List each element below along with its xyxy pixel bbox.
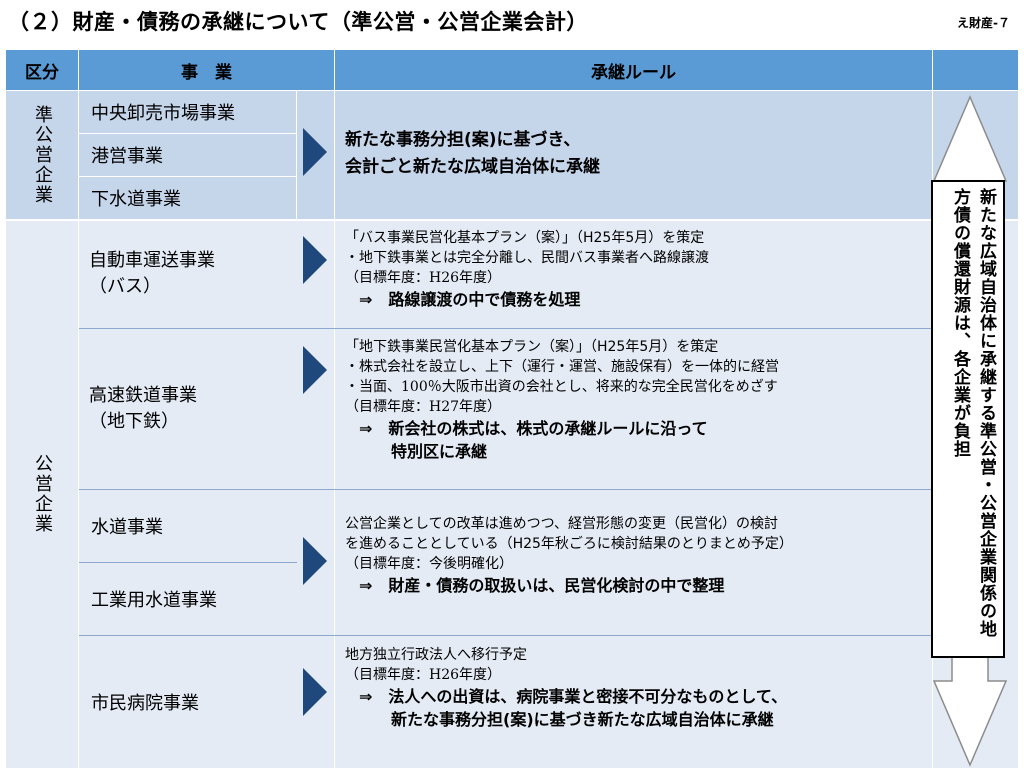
header-side	[933, 50, 1018, 90]
rule-subway: 「地下鉄事業民営化基本プラン（案）」（H25年5月）を策定 ・株式会社を設立し、…	[345, 337, 930, 463]
rule-semi-public: 新たな事務分担(案)に基づき、 会計ごと新たな広域自治体に承継	[345, 127, 600, 181]
rule-semi-public-line1: 新たな事務分担(案)に基づき、	[345, 130, 581, 150]
arrow-water	[303, 537, 327, 585]
header-business: 事 業	[79, 50, 334, 90]
grid-h-semi	[6, 219, 1018, 221]
rule-bus-title: 「バス事業民営化基本プラン（案）」（H25年5月）を策定	[345, 230, 705, 246]
business-industrial-water: 工業用水道事業	[91, 590, 217, 611]
business-hospital: 市民病院事業	[91, 693, 199, 714]
arrow-semi-public	[303, 128, 327, 176]
page-title: （２）財産・債務の承継について（準公営・公営企業会計）	[8, 10, 588, 34]
rule-water-line1: 公営企業としての改革は進めつつ、経営形態の変更（民営化）の検討	[345, 516, 779, 532]
header-rule: 承継ルール	[335, 50, 932, 90]
rule-subway-title: 「地下鉄事業民営化基本プラン（案）」（H25年5月）を策定	[345, 339, 719, 355]
category-semi-public: 準公営企業	[6, 91, 78, 219]
rule-subway-result1: ⇒ 新会社の株式は、株式の承継ルールに沿って	[359, 419, 708, 438]
rule-hospital-result2: 新たな事務分担(案)に基づき新たな広域自治体に承継	[391, 710, 774, 729]
rule-water-result: ⇒ 財産・債務の取扱いは、民営化検討の中で整理	[359, 576, 725, 595]
rule-subway-line3: （目標年度：H27年度）	[345, 399, 502, 415]
rule-bus-result: ⇒ 路線譲渡の中で債務を処理	[359, 290, 581, 309]
rule-hospital-result1: ⇒ 法人への出資は、病院事業と密接不可分なものとして、	[359, 687, 788, 706]
rule-water-line2: を進めることとしている（H25年秋ごろに検討結果のとりまとめ予定）	[345, 536, 793, 552]
business-subway-name: 高速鉄道事業	[89, 385, 197, 406]
business-bus: 自動車運送事業 （バス）	[79, 220, 296, 328]
grid-h-indwater	[79, 635, 932, 636]
rule-bus-line1: ・地下鉄事業とは完全分離し、民間バス事業者へ路線譲渡	[345, 250, 709, 266]
header-category: 区分	[6, 50, 78, 90]
category-semi-public-text: 準公営企業	[32, 105, 53, 205]
grid-h-m2	[79, 176, 297, 177]
grid-h-bus	[79, 328, 932, 329]
rule-semi-public-line2: 会計ごと新たな広域自治体に承継	[345, 157, 600, 177]
grid-v2	[334, 50, 335, 768]
category-public-text: 公営企業	[32, 454, 53, 534]
arrow-bus	[303, 236, 327, 284]
rule-subway-line2: ・当面、100％大阪市出資の会社とし、将来的な完全民営化をめざす	[345, 379, 778, 395]
business-bus-sub: （バス）	[89, 276, 161, 297]
rule-hospital-line1: 地方独立行政法人へ移行予定	[345, 647, 527, 663]
grid-h-subway	[79, 489, 932, 490]
rule-bus: 「バス事業民営化基本プラン（案）」（H25年5月）を策定 ・地下鉄事業とは完全分…	[345, 228, 925, 311]
rule-subway-line1: ・株式会社を設立し、上下（運行・運営、施設保有）を一体的に経営	[345, 359, 779, 375]
rule-water: 公営企業としての改革は進めつつ、経営形態の変更（民営化）の検討 を進めることとし…	[345, 514, 930, 597]
arrow-hospital	[303, 668, 327, 716]
rule-subway-result2: 特別区に承継	[391, 442, 488, 461]
grid-v1	[78, 50, 79, 768]
business-subway: 高速鉄道事業 （地下鉄）	[79, 329, 296, 489]
business-port: 港営事業	[91, 146, 163, 167]
grid-h-m1	[79, 133, 297, 134]
rule-hospital-line2: （目標年度：H26年度）	[345, 667, 502, 683]
rule-bus-line2: （目標年度：H26年度）	[345, 270, 502, 286]
category-public: 公営企業	[6, 220, 78, 768]
side-note: 新たな広域自治体に承継する準公営・公営企業関係の地方債の償還財源は、各企業が負担	[931, 180, 1005, 658]
grid-h0	[6, 90, 1018, 91]
business-water: 水道事業	[91, 517, 163, 538]
arrow-subway	[303, 346, 327, 394]
business-market: 中央卸売市場事業	[91, 103, 235, 124]
grid-v-business-split	[296, 91, 297, 219]
public-band	[6, 220, 1018, 768]
grid-h-water	[79, 562, 297, 563]
semi-public-band	[6, 91, 1018, 219]
business-subway-sub: （地下鉄）	[89, 411, 179, 432]
business-bus-name: 自動車運送事業	[89, 250, 215, 271]
page-number: え財産-７	[957, 16, 1010, 30]
rule-water-line3: （目標年度：今後明確化）	[345, 556, 513, 572]
rule-hospital: 地方独立行政法人へ移行予定 （目標年度：H26年度） ⇒ 法人への出資は、病院事…	[345, 645, 930, 731]
business-sewer: 下水道事業	[91, 189, 181, 210]
